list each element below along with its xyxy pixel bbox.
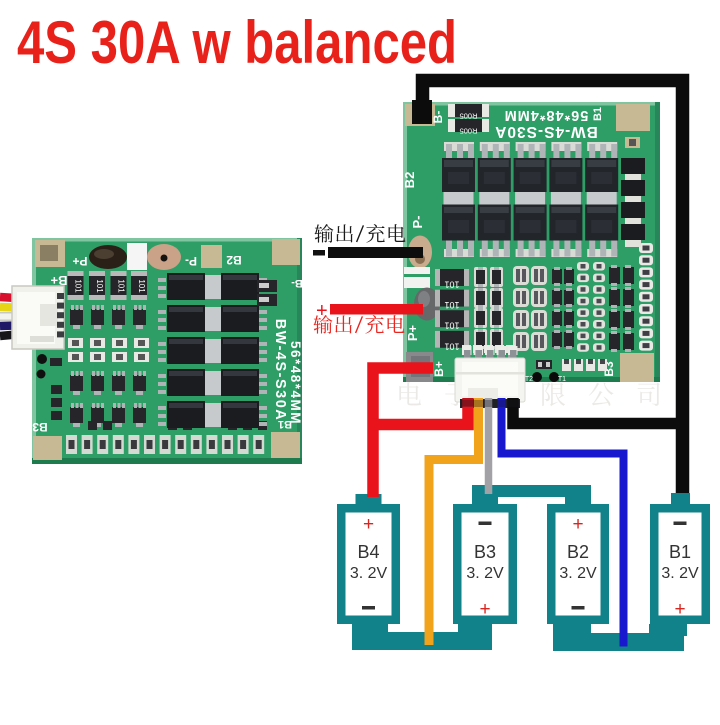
svg-text:B3: B3 bbox=[474, 542, 496, 562]
svg-text:3. 2V: 3. 2V bbox=[661, 565, 699, 582]
svg-text:4S 30A w balanced: 4S 30A w balanced bbox=[17, 9, 457, 76]
svg-text:3. 2V: 3. 2V bbox=[466, 565, 504, 582]
svg-text:B2: B2 bbox=[567, 542, 589, 562]
svg-text:B2: B2 bbox=[226, 253, 242, 267]
svg-text:101: 101 bbox=[137, 279, 146, 293]
svg-text:101: 101 bbox=[95, 279, 104, 293]
svg-text:B1: B1 bbox=[592, 107, 604, 121]
svg-text:+: + bbox=[479, 599, 490, 620]
svg-text:101: 101 bbox=[444, 321, 459, 331]
svg-text:56*48*4MM: 56*48*4MM bbox=[288, 341, 303, 425]
svg-text:B3: B3 bbox=[32, 420, 48, 434]
svg-text:T2: T2 bbox=[525, 376, 533, 383]
svg-text:101: 101 bbox=[444, 341, 459, 351]
svg-text:P-: P- bbox=[185, 254, 197, 268]
svg-text:101: 101 bbox=[117, 279, 126, 293]
svg-text:R005: R005 bbox=[460, 112, 478, 121]
svg-text:+: + bbox=[363, 514, 374, 535]
svg-text:B2: B2 bbox=[402, 172, 417, 189]
svg-text:3. 2V: 3. 2V bbox=[350, 565, 388, 582]
svg-text:B+: B+ bbox=[50, 273, 67, 288]
svg-text:B-: B- bbox=[291, 277, 303, 289]
svg-text:R005: R005 bbox=[460, 127, 478, 136]
svg-text:P+: P+ bbox=[72, 254, 87, 268]
svg-text:P+: P+ bbox=[405, 324, 420, 341]
svg-text:101: 101 bbox=[74, 279, 83, 293]
svg-text:+: + bbox=[572, 514, 583, 535]
svg-text:B1: B1 bbox=[669, 542, 691, 562]
svg-text:101: 101 bbox=[444, 300, 459, 310]
svg-text:BW-4S-S30A: BW-4S-S30A bbox=[494, 123, 598, 140]
svg-text:T1: T1 bbox=[558, 376, 566, 383]
svg-text:B1: B1 bbox=[278, 418, 292, 430]
svg-text:P-: P- bbox=[410, 216, 425, 229]
svg-text:+: + bbox=[316, 300, 328, 322]
svg-text:BW-4S-S30A: BW-4S-S30A bbox=[272, 319, 288, 422]
svg-text:+: + bbox=[674, 599, 685, 620]
svg-text:B4: B4 bbox=[357, 542, 379, 562]
svg-text:101: 101 bbox=[444, 280, 459, 290]
svg-text:B+: B+ bbox=[432, 361, 446, 377]
svg-text:3. 2V: 3. 2V bbox=[559, 565, 597, 582]
svg-text:B-: B- bbox=[431, 111, 445, 124]
svg-text:56*48*4MM: 56*48*4MM bbox=[504, 107, 589, 123]
